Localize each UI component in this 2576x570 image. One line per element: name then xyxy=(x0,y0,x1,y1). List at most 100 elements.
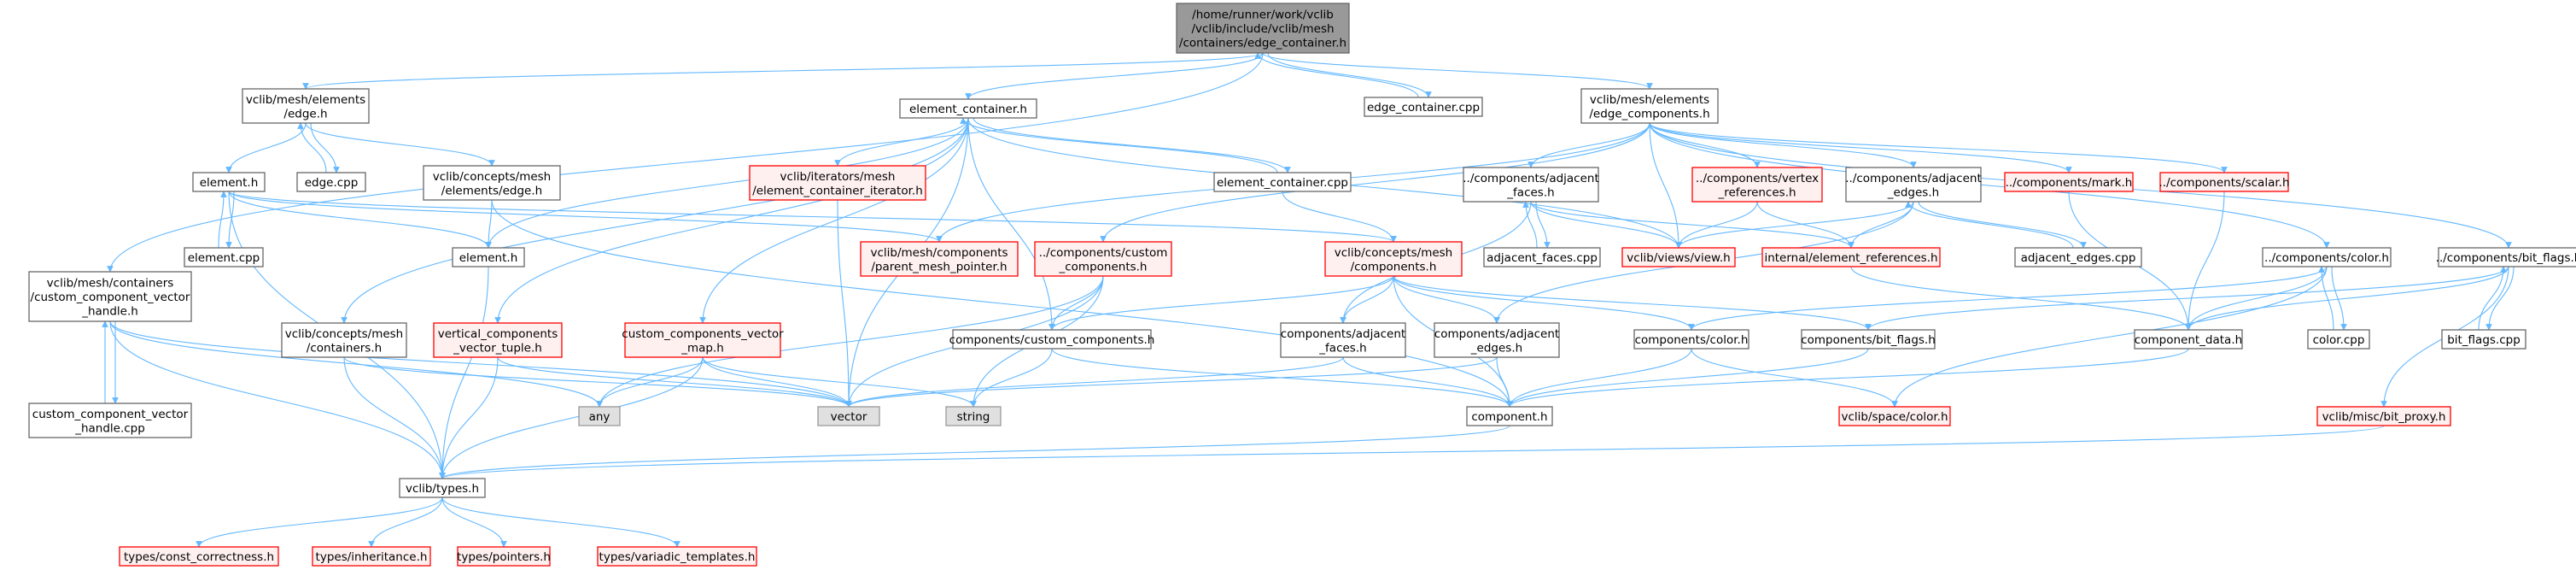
node-element-container-cpp[interactable]: element_container.cpp xyxy=(1213,172,1352,192)
node-box xyxy=(1434,322,1560,358)
node-element-cpp[interactable]: element.cpp xyxy=(184,247,264,267)
edge-path xyxy=(1049,275,1104,331)
node-label: /containers.h xyxy=(307,341,382,355)
node-types-pointers[interactable]: types/pointers.h xyxy=(457,546,551,567)
edge-path xyxy=(1649,122,2330,249)
include-edge xyxy=(970,348,1053,408)
node-space-color-h[interactable]: vclib/space/color.h xyxy=(1838,406,1951,426)
include-edge xyxy=(109,320,446,479)
node-comp-custom-components-h[interactable]: ../components/custom_components.h xyxy=(1034,241,1172,277)
include-edge xyxy=(1530,201,1682,249)
node-label: ../components/color.h xyxy=(2264,251,2389,265)
edge-path xyxy=(1649,122,2228,173)
edge-path xyxy=(1530,201,1855,249)
node-box xyxy=(1176,3,1350,54)
node-label: any xyxy=(589,410,610,424)
node-label: ../components/mark.h xyxy=(2006,176,2133,190)
node-components-custom-components-h[interactable]: components/custom_components.h xyxy=(949,329,1155,350)
node-adjacent-edges-cpp[interactable]: adjacent_edges.cpp xyxy=(2014,247,2142,267)
include-edge xyxy=(702,356,977,408)
node-comp-vertex-references[interactable]: ../components/vertex_references.h xyxy=(1691,167,1823,203)
edge-path xyxy=(1850,266,2192,331)
node-string[interactable]: string xyxy=(945,406,1002,426)
node-concepts-mesh-containers[interactable]: vclib/concepts/mesh/containers.h xyxy=(281,322,407,358)
node-component-data-h[interactable]: component_data.h xyxy=(2134,329,2243,350)
node-views-view-h[interactable]: vclib/views/view.h xyxy=(1621,247,1736,267)
edge-path xyxy=(225,191,235,249)
node-label: vector xyxy=(831,410,867,424)
edge-path xyxy=(2478,266,2507,331)
node-box xyxy=(2438,247,2576,267)
edge-path xyxy=(1918,201,2087,249)
node-color-cpp[interactable]: color.cpp xyxy=(2307,329,2370,350)
edge-path xyxy=(439,425,1510,479)
node-element-h2[interactable]: element.h xyxy=(452,247,525,267)
node-parent-mesh-pointer[interactable]: vclib/mesh/components/parent_mesh_pointe… xyxy=(860,241,1019,277)
edge-path xyxy=(441,497,507,548)
node-comp-bit-flags-h[interactable]: ../components/bit_flags.h xyxy=(2436,247,2576,267)
node-element-container-h[interactable]: element_container.h xyxy=(899,98,1037,119)
edge-path xyxy=(109,320,852,408)
edge-path xyxy=(1891,266,2328,408)
edge-path xyxy=(109,320,446,479)
node-custom-component-vector-handle-h[interactable]: vclib/mesh/containers/custom_component_v… xyxy=(28,271,192,322)
node-types-const-correctness[interactable]: types/const_correctness.h xyxy=(119,546,279,567)
node-label: components/bit_flags.h xyxy=(1801,333,1936,347)
node-custom-component-vector-handle-cpp[interactable]: custom_component_vector_handle.cpp xyxy=(28,403,192,438)
node-comp-color-h[interactable]: ../components/color.h xyxy=(2262,247,2392,267)
edge-path xyxy=(837,199,852,408)
node-edge-cpp[interactable]: edge.cpp xyxy=(296,172,366,192)
edge-path xyxy=(1393,275,1500,324)
node-components-bit-flags-h[interactable]: components/bit_flags.h xyxy=(1801,329,1936,350)
node-vector[interactable]: vector xyxy=(817,406,880,426)
edge-path xyxy=(1254,52,1419,98)
edge-path xyxy=(1675,201,1758,249)
node-elements-edge-h[interactable]: vclib/mesh/elements/edge.h xyxy=(242,88,370,124)
node-label: components/adjacent xyxy=(1281,327,1405,341)
node-label: types/variadic_templates.h xyxy=(599,550,756,564)
node-any[interactable]: any xyxy=(578,406,621,426)
node-internal-element-references[interactable]: internal/element_references.h xyxy=(1761,247,1941,267)
node-comp-adjacent-faces-h[interactable]: ../components/adjacent_faces.h xyxy=(1463,167,1599,203)
node-label: edge.cpp xyxy=(305,176,359,190)
edge-path xyxy=(297,122,327,173)
node-misc-bit-proxy-h[interactable]: vclib/misc/bit_proxy.h xyxy=(2316,406,2451,426)
edge-path xyxy=(2185,266,2509,331)
node-components-adjacent-faces-h[interactable]: components/adjacent_faces.h xyxy=(1280,322,1406,358)
node-box xyxy=(119,546,279,567)
include-edge xyxy=(225,122,307,173)
include-edge xyxy=(107,52,1264,273)
node-box xyxy=(28,271,192,322)
node-custom-components-vector-map[interactable]: custom_components_vector_map.h xyxy=(622,322,784,358)
node-edge-container-cpp[interactable]: edge_container.cpp xyxy=(1364,97,1483,117)
node-comp-mark-h[interactable]: ../components/mark.h xyxy=(2004,172,2134,192)
edge-path xyxy=(310,122,340,173)
node-bit-flags-cpp[interactable]: bit_flags.cpp xyxy=(2441,329,2526,350)
node-adjacent-faces-cpp[interactable]: adjacent_faces.cpp xyxy=(1483,247,1601,267)
node-edge-container-h[interactable]: /home/runner/work/vclib/vclib/include/vc… xyxy=(1176,3,1350,54)
node-types-h[interactable]: vclib/types.h xyxy=(399,478,486,498)
node-edge-components-h[interactable]: vclib/mesh/elements/edge_components.h xyxy=(1580,88,1719,124)
node-concepts-mesh-components[interactable]: vclib/concepts/mesh/components.h xyxy=(1324,241,1463,277)
node-components-adjacent-edges-h[interactable]: components/adjacent_edges.h xyxy=(1434,322,1560,358)
edge-path xyxy=(596,275,1104,408)
node-box xyxy=(1633,329,1749,350)
node-types-variadic-templates[interactable]: types/variadic_templates.h xyxy=(597,546,757,567)
node-label: types/pointers.h xyxy=(457,550,551,564)
include-edge xyxy=(109,320,852,408)
node-label: element_container.cpp xyxy=(1217,176,1348,190)
include-edge xyxy=(596,275,1104,408)
node-component-h[interactable]: component.h xyxy=(1466,406,1553,426)
node-types-inheritance[interactable]: types/inheritance.h xyxy=(312,546,431,567)
edge-path xyxy=(1865,266,2509,331)
node-element-h[interactable]: element.h xyxy=(192,172,266,192)
node-comp-scalar-h[interactable]: ../components/scalar.h xyxy=(2159,172,2290,192)
node-label: /edge_components.h xyxy=(1589,107,1709,120)
node-label: ../components/bit_flags.h xyxy=(2436,251,2576,265)
node-components-color-h[interactable]: components/color.h xyxy=(1633,329,1749,350)
edge-path xyxy=(196,497,443,548)
node-iterators-element-container-iterator[interactable]: vclib/iterators/mesh/element_container_i… xyxy=(749,165,926,201)
node-comp-adjacent-edges-h[interactable]: ../components/adjacent_edges.h xyxy=(1845,167,1982,203)
node-vertical-components-vector-tuple[interactable]: vertical_components_vector_tuple.h xyxy=(433,322,563,358)
node-concepts-mesh-elements-edge-h[interactable]: vclib/concepts/mesh/elements/edge.h xyxy=(423,165,561,201)
